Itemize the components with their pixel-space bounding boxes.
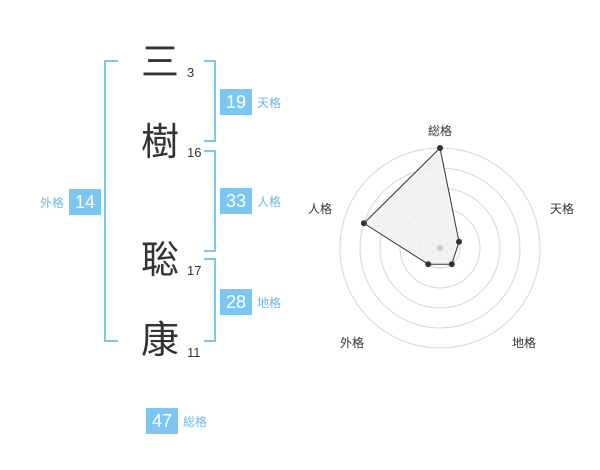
radar-label-gaikaku: 外格 bbox=[339, 336, 364, 350]
tenkaku-label: 天格 bbox=[257, 95, 282, 110]
radar-label-soukaku: 総格 bbox=[427, 124, 452, 138]
radar-point-3 bbox=[448, 261, 455, 268]
radar-label-chikaku: 地格 bbox=[511, 336, 536, 350]
jinkaku-group: 33 人格 bbox=[220, 188, 281, 214]
radar-point-4 bbox=[425, 261, 432, 268]
chikaku-label: 地格 bbox=[257, 295, 282, 310]
chikaku-bracket bbox=[204, 258, 216, 342]
radar-point-5 bbox=[360, 220, 367, 227]
radar-label-tenkaku: 天格 bbox=[549, 202, 574, 216]
stroke-count-4: 11 bbox=[187, 345, 201, 360]
tenkaku-group: 19 天格 bbox=[220, 89, 281, 115]
chikaku-value: 28 bbox=[220, 289, 252, 315]
soukaku-label: 総格 bbox=[183, 414, 208, 429]
name-char-2: 樹 bbox=[140, 120, 179, 164]
name-char-3: 聡 bbox=[140, 238, 179, 282]
gaikaku-bracket bbox=[104, 60, 118, 342]
gaikaku-group: 外格 14 bbox=[40, 189, 102, 215]
stroke-count-3: 17 bbox=[187, 263, 202, 278]
jinkaku-bracket bbox=[204, 150, 216, 252]
tenkaku-bracket bbox=[204, 60, 216, 142]
soukaku-value: 47 bbox=[146, 408, 178, 434]
name-char-4: 康 bbox=[140, 318, 179, 362]
radar-chart bbox=[339, 145, 541, 349]
name-char-1: 三 bbox=[140, 40, 179, 84]
stroke-count-1: 3 bbox=[187, 65, 195, 80]
stroke-count-2: 16 bbox=[187, 145, 202, 160]
soukaku-group: 47 総格 bbox=[146, 408, 207, 434]
gaikaku-value: 14 bbox=[69, 189, 102, 215]
gaikaku-label: 外格 bbox=[40, 195, 65, 210]
jinkaku-value: 33 bbox=[220, 188, 252, 214]
radar-data-polygon bbox=[363, 146, 460, 265]
radar-point-2 bbox=[456, 238, 462, 245]
radar-label-jinkaku: 人格 bbox=[307, 202, 332, 216]
tenkaku-value: 19 bbox=[220, 89, 252, 115]
jinkaku-label: 人格 bbox=[257, 194, 282, 209]
chikaku-group: 28 地格 bbox=[220, 289, 281, 315]
radar-point-1 bbox=[437, 145, 443, 151]
radar-center-dot bbox=[437, 245, 443, 251]
